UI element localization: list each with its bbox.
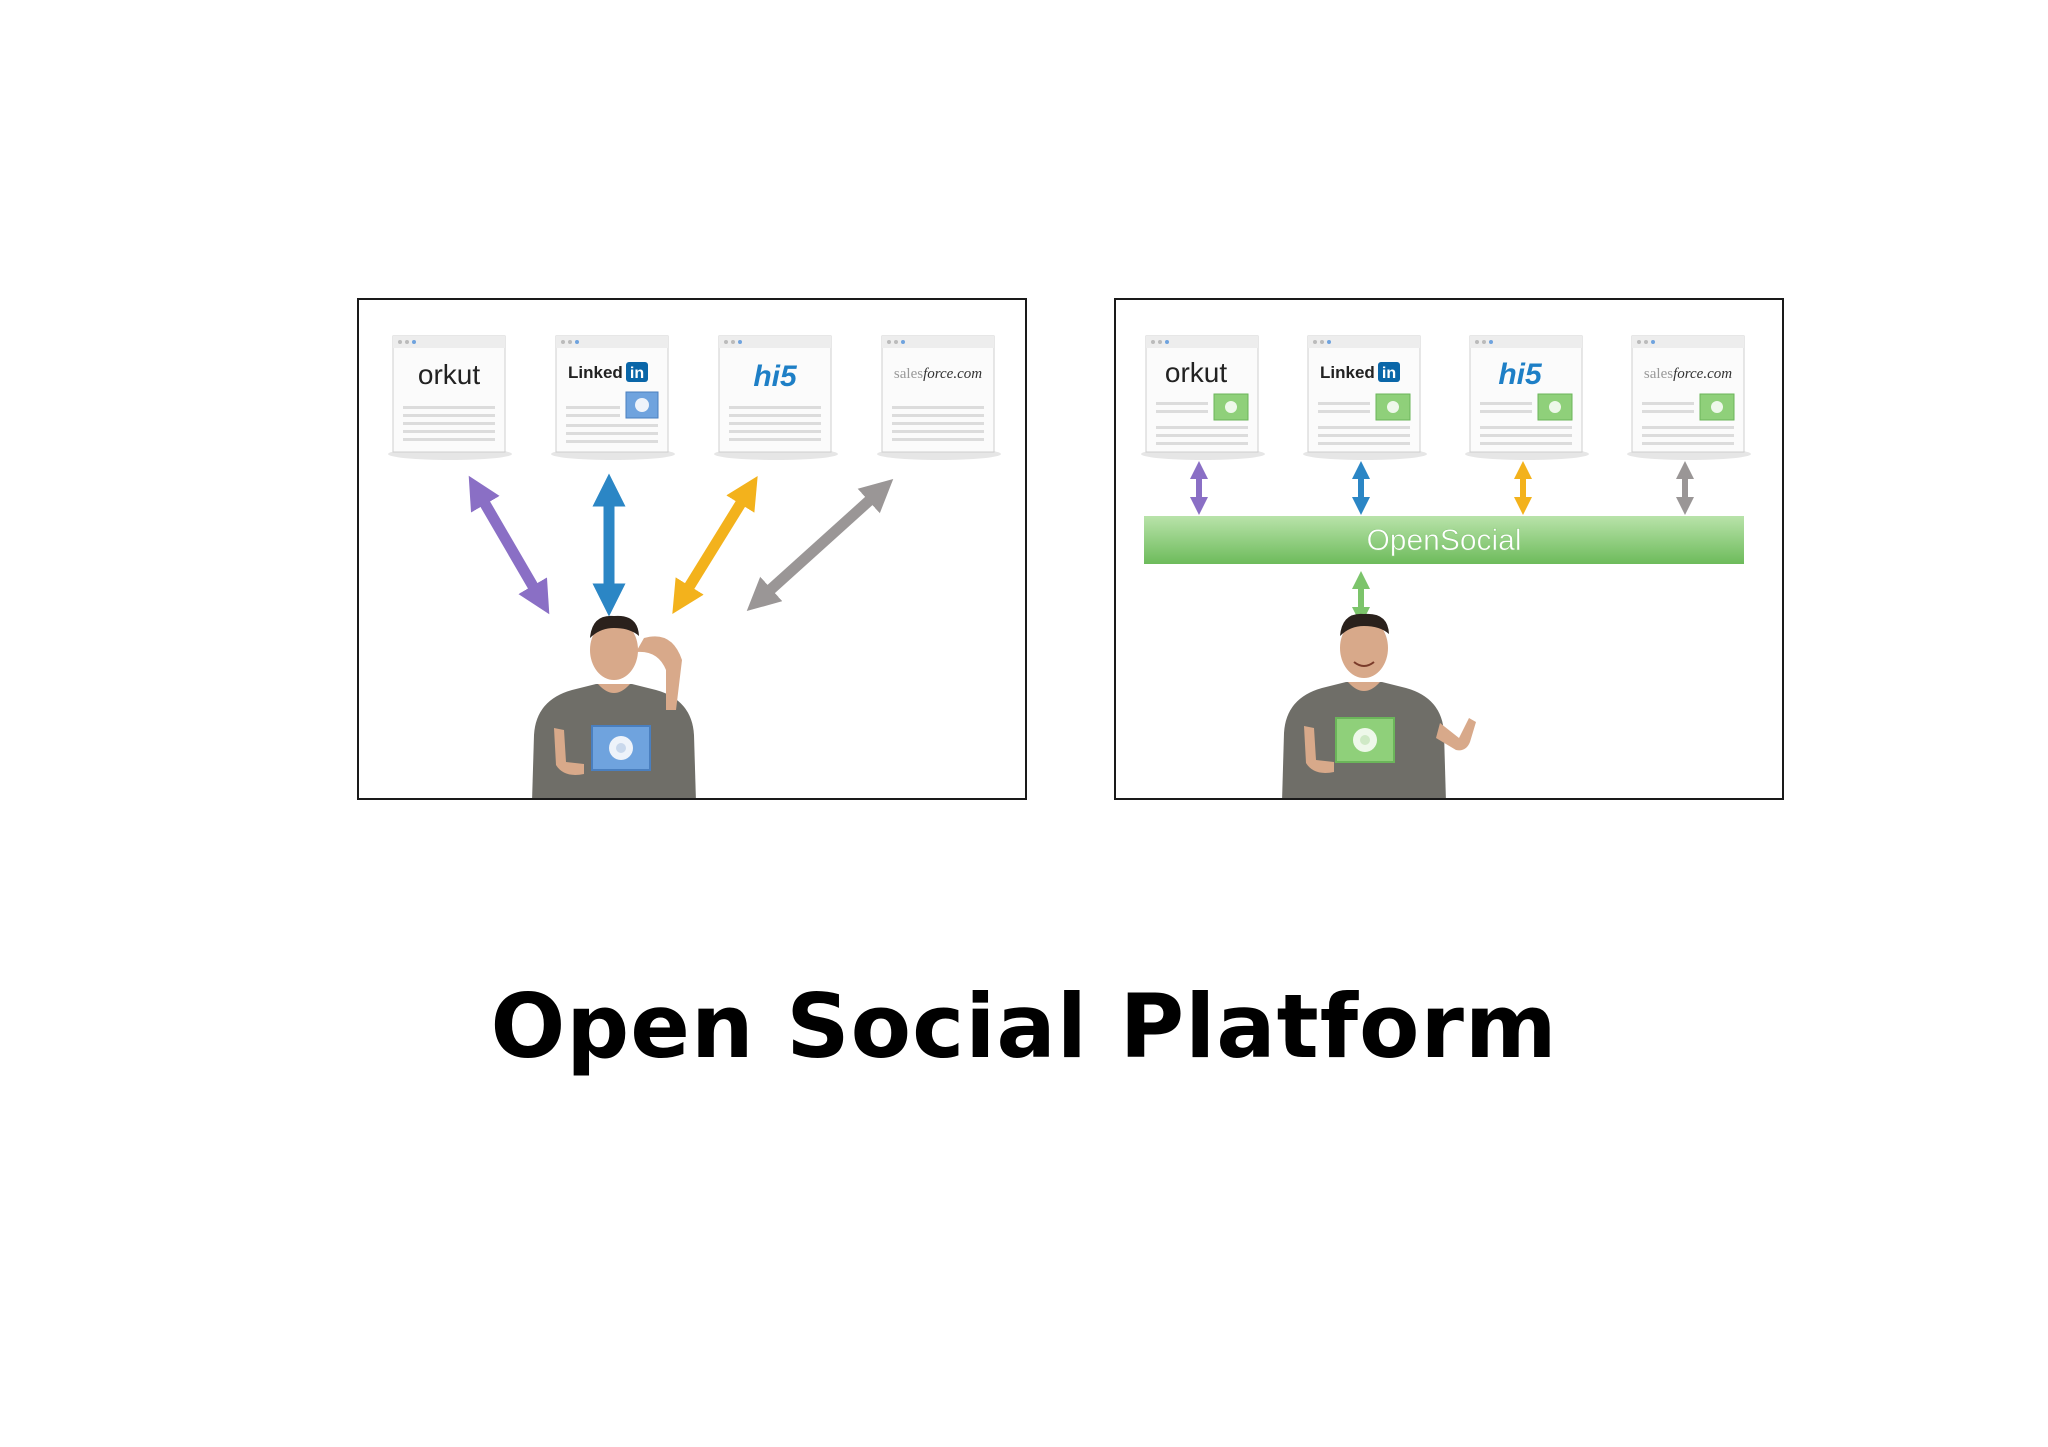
arrow-salesforce-to-user <box>746 478 894 612</box>
linkedin-badge: in <box>1382 365 1396 382</box>
diagram-left-svg: orkut Linked in hi5 <box>388 335 1001 798</box>
opensocial-bar <box>1144 516 1744 564</box>
slide-title: Open Social Platform <box>490 975 1558 1078</box>
linkedin-logo: Linked <box>568 363 623 382</box>
network-card-orkut: orkut <box>1141 335 1265 460</box>
orkut-logo: orkut <box>1165 357 1227 388</box>
diagram-panel-without-opensocial: orkut Linked in hi5 <box>357 298 1027 800</box>
network-card-hi5: hi5 <box>714 335 838 460</box>
network-card-orkut: orkut <box>388 335 512 460</box>
network-card-hi5: hi5 <box>1465 335 1589 460</box>
hi5-logo: hi5 <box>753 360 798 393</box>
network-card-salesforce: salesforce.com <box>1627 335 1751 460</box>
diagram-right-svg: orkut Linked in hi5 <box>1141 335 1751 798</box>
orkut-logo: orkut <box>418 359 480 390</box>
opensocial-bar-label: OpenSocial <box>1366 524 1521 557</box>
network-card-linkedin: Linked in <box>1303 335 1427 460</box>
hi5-logo: hi5 <box>1498 358 1543 391</box>
linkedin-badge: in <box>630 365 644 382</box>
network-card-linkedin: Linked in <box>551 335 675 460</box>
diagram-panel-with-opensocial: orkut Linked in hi5 <box>1114 298 1784 800</box>
network-card-salesforce: salesforce.com <box>877 335 1001 460</box>
arrow-orkut-to-user <box>468 475 550 615</box>
arrow-hi5-to-user <box>672 475 758 615</box>
developer-happy <box>1282 613 1476 798</box>
salesforce-logo: salesforce.com <box>894 366 982 382</box>
salesforce-logo: salesforce.com <box>1644 366 1732 382</box>
developer-confused <box>532 615 696 798</box>
linkedin-logo: Linked <box>1320 363 1375 382</box>
